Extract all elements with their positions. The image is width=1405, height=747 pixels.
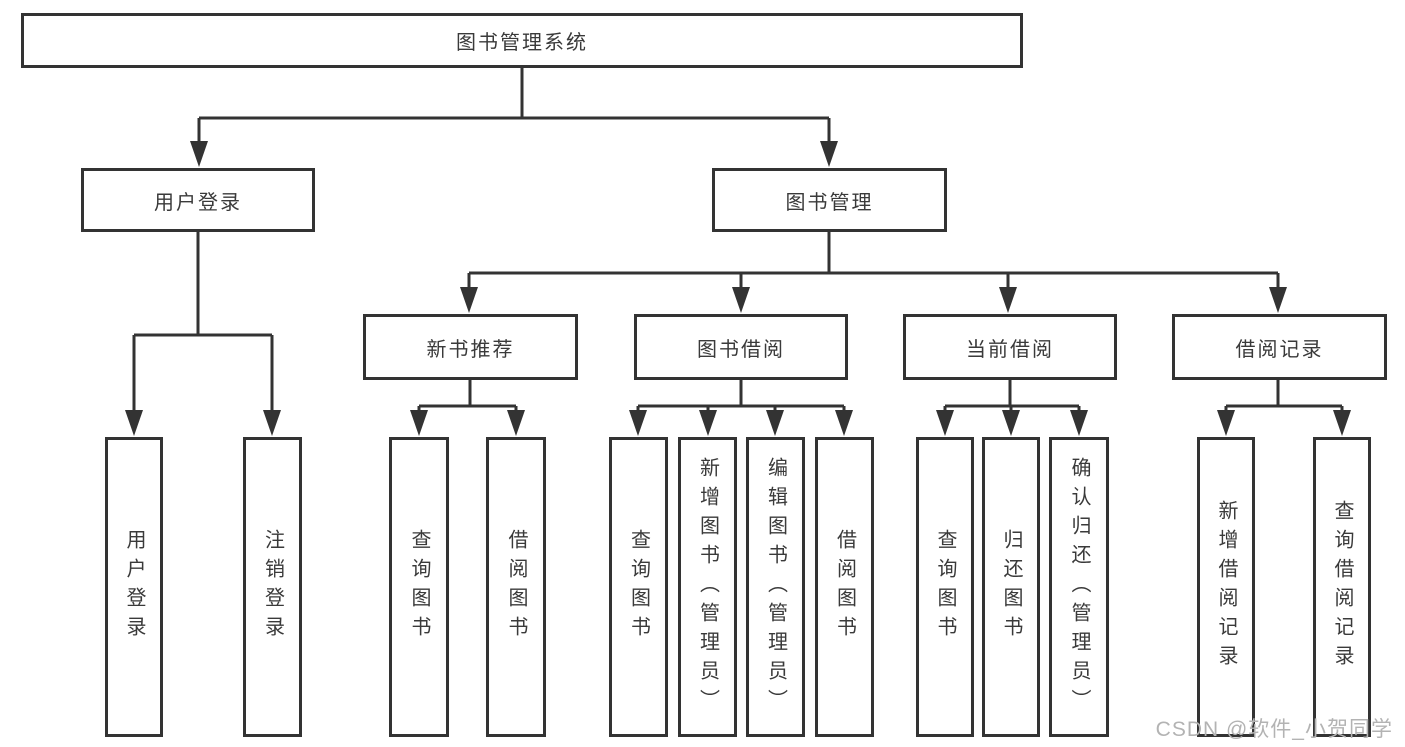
arrowhead-icon (263, 410, 281, 436)
leaf-edit-book-admin: 编辑图书（管理员） (746, 437, 805, 737)
node-book-borrow: 图书借阅 (634, 314, 848, 380)
leaf-add-book-admin-label: 新增图书（管理员） (696, 456, 719, 718)
arrowhead-icon (190, 141, 208, 167)
node-new-book-recommend-label: 新书推荐 (426, 338, 515, 361)
leaf-query-book-recommend-label: 查询图书 (408, 529, 430, 645)
arrowhead-icon (460, 287, 478, 313)
edge-root-split (197, 68, 831, 150)
arrowhead-icon (835, 410, 853, 436)
node-book-management-label: 图书管理 (785, 191, 874, 214)
arrowhead-icon (1217, 410, 1235, 436)
leaf-query-book-borrow-label: 查询图书 (627, 529, 650, 645)
arrowhead-icon (410, 410, 428, 436)
node-root: 图书管理系统 (21, 13, 1023, 68)
leaf-edit-book-admin-label: 编辑图书（管理员） (764, 456, 787, 718)
leaf-return-book-label: 归还图书 (1000, 529, 1022, 645)
node-book-management: 图书管理 (712, 168, 947, 232)
edge-borrowrecords-split (1224, 380, 1344, 420)
leaf-logout: 注销登录 (243, 437, 302, 737)
leaf-query-book-borrow: 查询图书 (609, 437, 668, 737)
edge-userlogin-split (132, 232, 274, 420)
node-user-login: 用户登录 (81, 168, 315, 232)
arrowhead-icon (999, 287, 1017, 313)
edge-newbookrec-split (417, 380, 518, 420)
leaf-confirm-return-admin-label: 确认归还（管理员） (1068, 456, 1090, 718)
leaf-borrow-book-label: 借阅图书 (833, 529, 856, 645)
leaf-add-book-admin: 新增图书（管理员） (678, 437, 737, 737)
node-new-book-recommend: 新书推荐 (363, 314, 578, 380)
node-current-borrow-label: 当前借阅 (966, 338, 1054, 361)
leaf-user-login: 用户登录 (105, 437, 163, 737)
arrowhead-icon (1070, 410, 1088, 436)
arrowhead-icon (125, 410, 143, 436)
leaf-user-login-label: 用户登录 (123, 529, 145, 645)
leaf-borrow-book: 借阅图书 (815, 437, 874, 737)
leaf-query-borrow-record-label: 查询借阅记录 (1331, 500, 1353, 674)
node-root-label: 图书管理系统 (456, 32, 588, 54)
arrowhead-icon (1002, 410, 1020, 436)
arrowhead-icon (1269, 287, 1287, 313)
csdn-watermark: CSDN @软件_小贺同学 (1155, 718, 1393, 741)
node-book-borrow-label: 图书借阅 (697, 338, 785, 361)
leaf-borrow-book-recommend-label: 借阅图书 (505, 529, 527, 645)
arrowhead-icon (936, 410, 954, 436)
leaf-borrow-book-recommend: 借阅图书 (486, 437, 546, 737)
node-borrow-records-label: 借阅记录 (1235, 338, 1324, 361)
arrowhead-icon (732, 287, 750, 313)
leaf-query-borrow-record: 查询借阅记录 (1313, 437, 1371, 737)
arrowhead-icon (629, 410, 647, 436)
leaf-query-book-current-label: 查询图书 (934, 529, 956, 645)
edge-bookmgmt-split (467, 232, 1280, 296)
edge-bookborrow-split (636, 380, 846, 420)
node-current-borrow: 当前借阅 (903, 314, 1117, 380)
arrowhead-icon (507, 410, 525, 436)
node-user-login-label: 用户登录 (154, 191, 242, 214)
leaf-return-book: 归还图书 (982, 437, 1040, 737)
leaf-logout-label: 注销登录 (261, 529, 284, 645)
leaf-confirm-return-admin: 确认归还（管理员） (1049, 437, 1109, 737)
arrowhead-icon (699, 410, 717, 436)
leaf-query-book-current: 查询图书 (916, 437, 974, 737)
leaf-add-borrow-record: 新增借阅记录 (1197, 437, 1255, 737)
leaf-add-borrow-record-label: 新增借阅记录 (1215, 500, 1237, 674)
leaf-query-book-recommend: 查询图书 (389, 437, 449, 737)
node-borrow-records: 借阅记录 (1172, 314, 1387, 380)
arrowhead-icon (766, 410, 784, 436)
arrowhead-icon (820, 141, 838, 167)
arrowhead-icon (1333, 410, 1351, 436)
